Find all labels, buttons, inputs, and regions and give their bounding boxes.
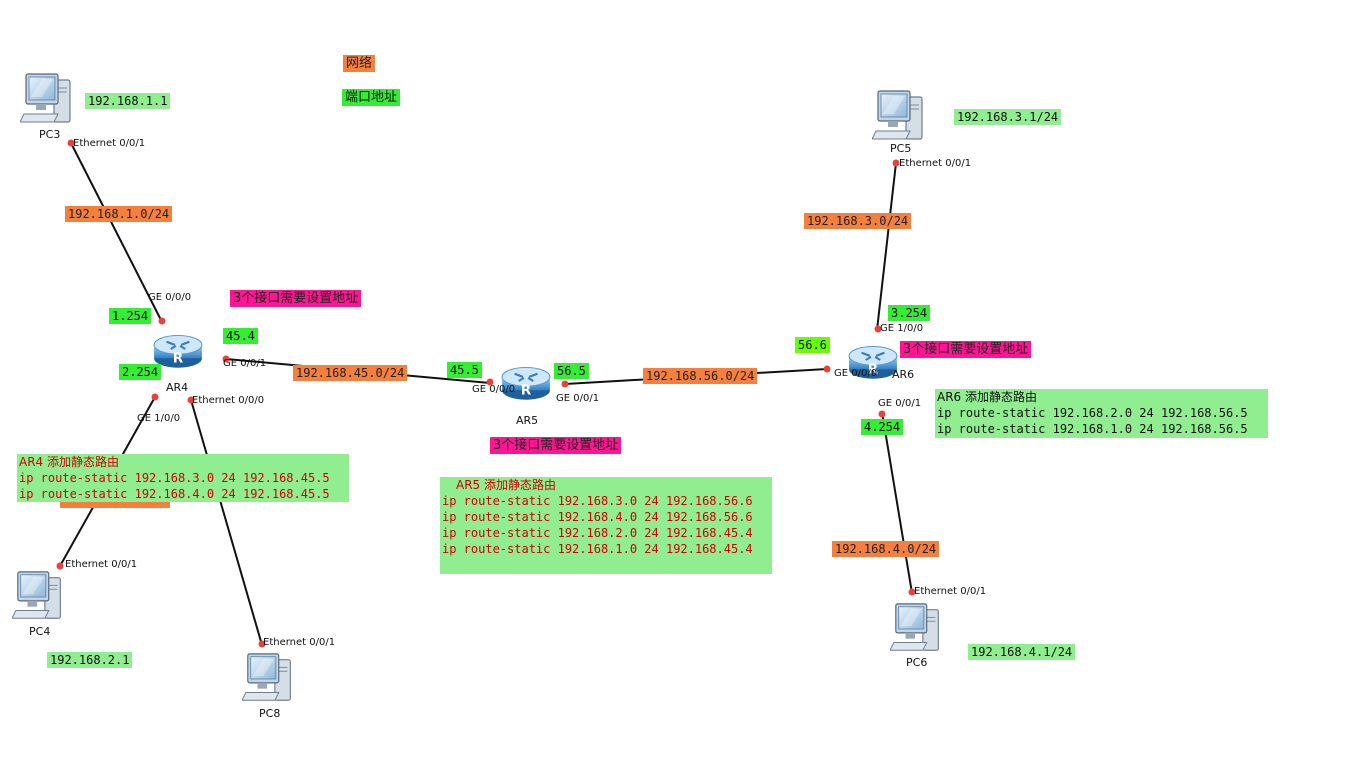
device-label-pc4: PC4 bbox=[29, 625, 51, 638]
pc3-icon[interactable] bbox=[20, 73, 71, 123]
route-line: ip route-static 192.168.1.0 24 192.168.5… bbox=[937, 422, 1248, 436]
route-line: ip route-static 192.168.3.0 24 192.168.4… bbox=[19, 471, 330, 485]
address-label: 45.5 bbox=[447, 362, 482, 378]
address-label: 1.254 bbox=[109, 308, 152, 324]
address-label: 2.254 bbox=[119, 364, 162, 380]
port-label: Ethernet 0/0/0 bbox=[192, 395, 265, 406]
port-label: GE 1/0/0 bbox=[137, 413, 181, 424]
legend-port-address: 端口地址 bbox=[342, 89, 401, 106]
pc5-icon[interactable] bbox=[872, 90, 923, 140]
route-line: ip route-static 192.168.4.0 24 192.168.5… bbox=[442, 510, 753, 524]
port-label: Ethernet 0/0/1 bbox=[65, 559, 138, 570]
port-label: GE 0/0/1 bbox=[556, 393, 600, 404]
port-dot bbox=[67, 139, 75, 147]
route-note-title: AR6 添加静态路由 bbox=[937, 390, 1037, 404]
route-line: ip route-static 192.168.2.0 24 192.168.5… bbox=[937, 406, 1248, 420]
network-label: 192.168.3.0/24 bbox=[804, 213, 912, 229]
address-label: 192.168.1.1 bbox=[85, 93, 171, 109]
port-label: Ethernet 0/0/1 bbox=[73, 138, 146, 149]
ar5-static-route-note: AR5 添加静态路由 ip route-static 192.168.3.0 2… bbox=[440, 477, 772, 574]
port-dot bbox=[561, 380, 569, 388]
device-label-ar4: AR4 bbox=[166, 381, 189, 394]
ar4-static-route-note: AR4 添加静态路由 ip route-static 192.168.3.0 2… bbox=[17, 454, 349, 502]
port-dots bbox=[56, 139, 916, 648]
network-label: 192.168.56.0/24 bbox=[643, 368, 758, 384]
address-label: 3.254 bbox=[888, 305, 931, 321]
interface-note-ar4: 3个接口需要设置地址 bbox=[230, 290, 362, 307]
device-label-pc8: PC8 bbox=[259, 707, 281, 720]
link-pc5-ar6 bbox=[876, 162, 897, 331]
route-line: ip route-static 192.168.3.0 24 192.168.5… bbox=[442, 494, 753, 508]
address-label: 192.168.2.1 bbox=[47, 652, 133, 668]
address-label: 45.4 bbox=[223, 328, 258, 344]
port-label: Ethernet 0/0/1 bbox=[899, 158, 972, 169]
link-ar6-pc6 bbox=[881, 411, 913, 594]
interface-note-ar5: 3个接口需要设置地址 bbox=[490, 437, 622, 454]
pc4-icon[interactable] bbox=[12, 571, 61, 619]
network-label: 192.168.45.0/24 bbox=[293, 365, 408, 381]
interface-note-ar6: 3个接口需要设置地址 bbox=[900, 341, 1032, 358]
ar6-static-route-note: AR6 添加静态路由 ip route-static 192.168.2.0 2… bbox=[935, 389, 1268, 438]
device-label-ar5: AR5 bbox=[516, 414, 539, 427]
route-line: ip route-static 192.168.4.0 24 192.168.4… bbox=[19, 487, 330, 501]
network-label: 192.168.4.0/24 bbox=[832, 541, 940, 557]
port-dot bbox=[823, 365, 831, 373]
network-label: 192.168.1.0/24 bbox=[65, 206, 173, 222]
route-note-title: AR5 添加静态路由 bbox=[456, 478, 556, 492]
port-dot bbox=[151, 393, 159, 401]
port-dot bbox=[874, 325, 882, 333]
port-label: GE 1/0/0 bbox=[880, 323, 924, 334]
device-label-pc3: PC3 bbox=[39, 128, 61, 141]
route-line: ip route-static 192.168.1.0 24 192.168.4… bbox=[442, 542, 753, 556]
link-pc3-ar4 bbox=[70, 142, 163, 323]
port-dot bbox=[892, 159, 900, 167]
port-dot bbox=[56, 562, 64, 570]
device-label-pc6: PC6 bbox=[906, 656, 928, 669]
link-ar4-pc8 bbox=[190, 399, 263, 646]
legend-network: 网络 bbox=[343, 55, 376, 72]
port-label: GE 0/0/1 bbox=[878, 398, 922, 409]
port-dot bbox=[222, 355, 230, 363]
address-label: 192.168.4.1/24 bbox=[968, 644, 1076, 660]
port-dot bbox=[158, 317, 166, 325]
port-dot bbox=[258, 640, 266, 648]
route-note-title: AR4 添加静态路由 bbox=[19, 455, 119, 469]
port-dot bbox=[908, 588, 916, 596]
port-dot bbox=[878, 410, 886, 418]
device-label-ar6: AR6 bbox=[892, 368, 915, 381]
port-label: Ethernet 0/0/1 bbox=[914, 586, 987, 597]
port-label: GE 0/0/1 bbox=[223, 358, 267, 369]
port-label: GE 0/0/0 bbox=[472, 384, 516, 395]
port-label: GE 0/0/0 bbox=[148, 292, 192, 303]
port-dot bbox=[187, 396, 195, 404]
orange-underline bbox=[60, 502, 170, 508]
ar4-router-icon[interactable] bbox=[153, 334, 203, 369]
port-dot bbox=[486, 378, 494, 386]
address-label: 56.6 bbox=[795, 337, 830, 353]
port-label: Ethernet 0/0/1 bbox=[263, 637, 336, 648]
pc8-icon[interactable] bbox=[242, 653, 291, 701]
device-label-pc5: PC5 bbox=[890, 142, 912, 155]
port-label: GE 0/0/0 bbox=[834, 368, 878, 379]
address-label: 192.168.3.1/24 bbox=[954, 109, 1062, 125]
pc6-icon[interactable] bbox=[890, 603, 939, 651]
address-label: 4.254 bbox=[861, 419, 904, 435]
address-label: 56.5 bbox=[554, 363, 589, 379]
route-line: ip route-static 192.168.2.0 24 192.168.4… bbox=[442, 526, 753, 540]
